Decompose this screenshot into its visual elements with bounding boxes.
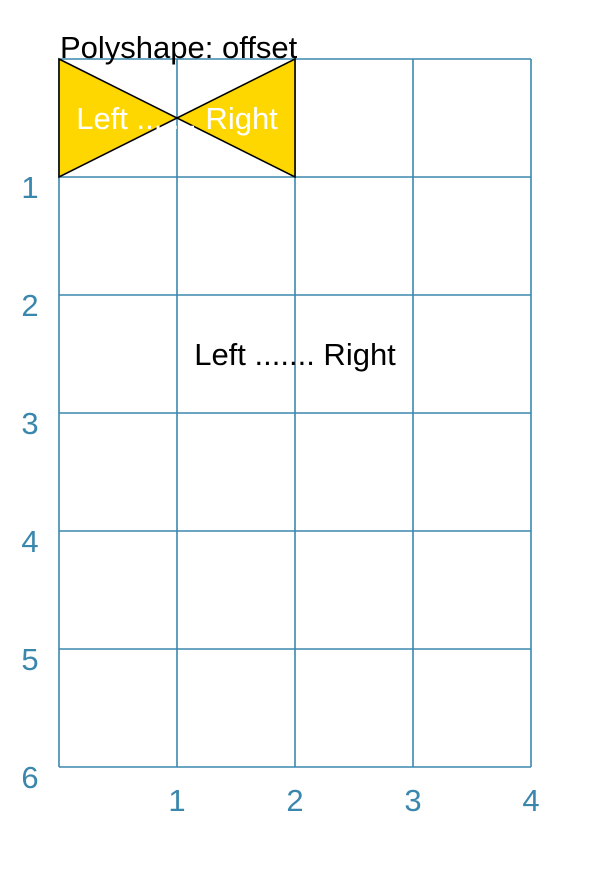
x-axis-tick-labels: 1 2 3 4 xyxy=(168,783,539,818)
y-tick-label: 4 xyxy=(21,524,38,559)
x-tick-label: 1 xyxy=(168,783,185,818)
y-tick-label: 1 xyxy=(21,170,38,205)
bowtie-polyshape xyxy=(58,57,296,179)
shape-label: Left ....... Right xyxy=(76,101,278,136)
x-tick-label: 2 xyxy=(286,783,303,818)
y-tick-label: 5 xyxy=(21,642,38,677)
x-tick-label: 4 xyxy=(522,783,539,818)
x-tick-label: 3 xyxy=(404,783,421,818)
y-axis-tick-labels: 1 2 3 4 5 6 xyxy=(21,170,38,795)
diagram-title: Polyshape: offset xyxy=(60,30,298,65)
y-tick-label: 6 xyxy=(21,760,38,795)
polyshape-layer: Left ....... Right xyxy=(58,57,296,179)
text-layer: Left ....... Right xyxy=(194,337,396,372)
y-tick-label: 2 xyxy=(21,288,38,323)
y-tick-label: 3 xyxy=(21,406,38,441)
free-text-label: Left ....... Right xyxy=(194,337,396,372)
